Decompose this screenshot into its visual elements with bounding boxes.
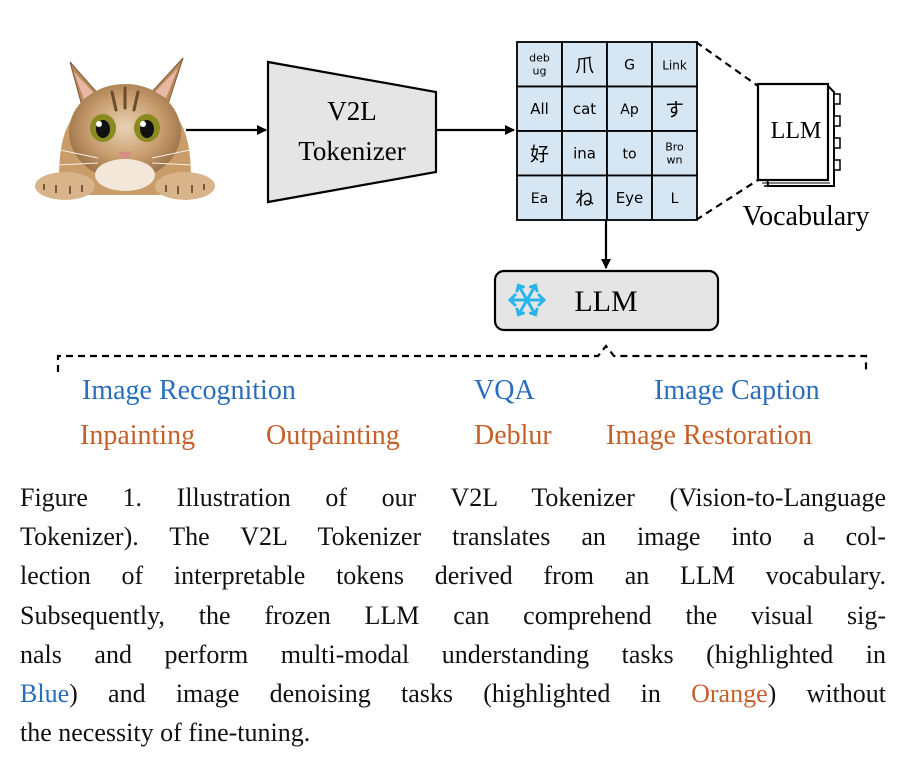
cat-image bbox=[35, 57, 215, 200]
caption-text: ) and image denoising tasks (highlighted… bbox=[69, 679, 692, 709]
caption-line: nals and perform multi-modal understandi… bbox=[20, 639, 886, 669]
caption-line: Tokenizer). The V2L Tokenizer translates… bbox=[20, 522, 886, 552]
tokenizer-block: V2L Tokenizer bbox=[266, 60, 438, 204]
vocab-token-text: L bbox=[671, 191, 679, 207]
vocabulary-label: Vocabulary bbox=[743, 201, 870, 232]
caption-line: the necessity of fine-tuning. bbox=[20, 718, 311, 748]
vocab-token-text: G bbox=[624, 57, 635, 73]
task-image-restoration: Image Restoration bbox=[606, 420, 812, 451]
vocab-token-cell: Ap bbox=[606, 85, 653, 132]
vocab-token-text: wn bbox=[667, 153, 683, 166]
vocab-token-cell: G bbox=[606, 41, 653, 88]
tokenizer-label-line2: Tokenizer bbox=[298, 136, 406, 166]
vocab-token-cell: す bbox=[651, 85, 698, 132]
task-image-recognition: Image Recognition bbox=[82, 375, 296, 406]
tokenizer-label-line1: V2L bbox=[327, 96, 377, 126]
task-deblur: Deblur bbox=[474, 420, 552, 451]
vocab-token-text: ug bbox=[533, 64, 547, 77]
figure-caption: Figure 1. Illustration of our V2L Tokeni… bbox=[20, 478, 886, 752]
task-brace bbox=[56, 344, 868, 372]
task-vqa: VQA bbox=[474, 375, 535, 406]
dashed-link-top bbox=[695, 41, 759, 87]
vocab-token-text: 爪 bbox=[575, 54, 594, 76]
book-label: LLM bbox=[771, 118, 822, 144]
caption-line: Blue) and image denoising tasks (highlig… bbox=[20, 674, 886, 713]
vocab-token-text: All bbox=[530, 100, 549, 118]
task-outpainting: Outpainting bbox=[266, 420, 400, 451]
caption-line: lection of interpretable tokens derived … bbox=[20, 561, 886, 591]
vocab-token-text: Ap bbox=[620, 102, 639, 118]
vocab-token-text: す bbox=[665, 99, 684, 121]
vocab-token-cell: 爪 bbox=[561, 41, 608, 88]
caption-orange-word: Orange bbox=[691, 679, 768, 709]
llm-label: LLM bbox=[574, 285, 637, 318]
vocab-token-cell: All bbox=[516, 85, 563, 132]
vocab-token-cell: L bbox=[651, 174, 698, 221]
book-icon: LLM bbox=[756, 82, 841, 187]
snowflake-icon bbox=[507, 283, 547, 317]
caption-line: Figure 1. Illustration of our V2L Tokeni… bbox=[20, 483, 886, 512]
vocab-token-text: deb bbox=[529, 51, 550, 64]
vocab-token-cell: 好 bbox=[516, 130, 563, 177]
caption-text: ) without bbox=[767, 679, 886, 709]
vocab-token-text: to bbox=[622, 146, 636, 162]
caption-blue-word: Blue bbox=[20, 679, 70, 709]
vocab-token-text: Bro bbox=[665, 140, 684, 153]
vocab-token-cell: ね bbox=[561, 174, 608, 221]
vocab-token-text: Link bbox=[662, 58, 687, 72]
vocab-token-cell: to bbox=[606, 130, 653, 177]
task-image-caption: Image Caption bbox=[654, 375, 820, 406]
vocab-token-text: 好 bbox=[530, 143, 549, 165]
vocab-token-text: cat bbox=[573, 100, 596, 118]
task-inpainting: Inpainting bbox=[80, 420, 195, 451]
llm-block: LLM bbox=[493, 269, 720, 332]
vocab-token-cell: Link bbox=[651, 41, 698, 88]
vocab-token-text: Eye bbox=[616, 189, 644, 207]
vocab-token-cell: ina bbox=[561, 130, 608, 177]
caption-line: Subsequently, the frozen LLM can compreh… bbox=[20, 600, 886, 630]
vocab-token-text: ね bbox=[575, 188, 594, 210]
vocab-token-cell: cat bbox=[561, 85, 608, 132]
vocab-token-text: ina bbox=[573, 144, 596, 162]
vocab-token-text: Ea bbox=[531, 191, 548, 207]
vocab-token-cell: Ea bbox=[516, 174, 563, 221]
dashed-link-bottom bbox=[695, 179, 759, 221]
vocab-token-cell: Eye bbox=[606, 174, 653, 221]
